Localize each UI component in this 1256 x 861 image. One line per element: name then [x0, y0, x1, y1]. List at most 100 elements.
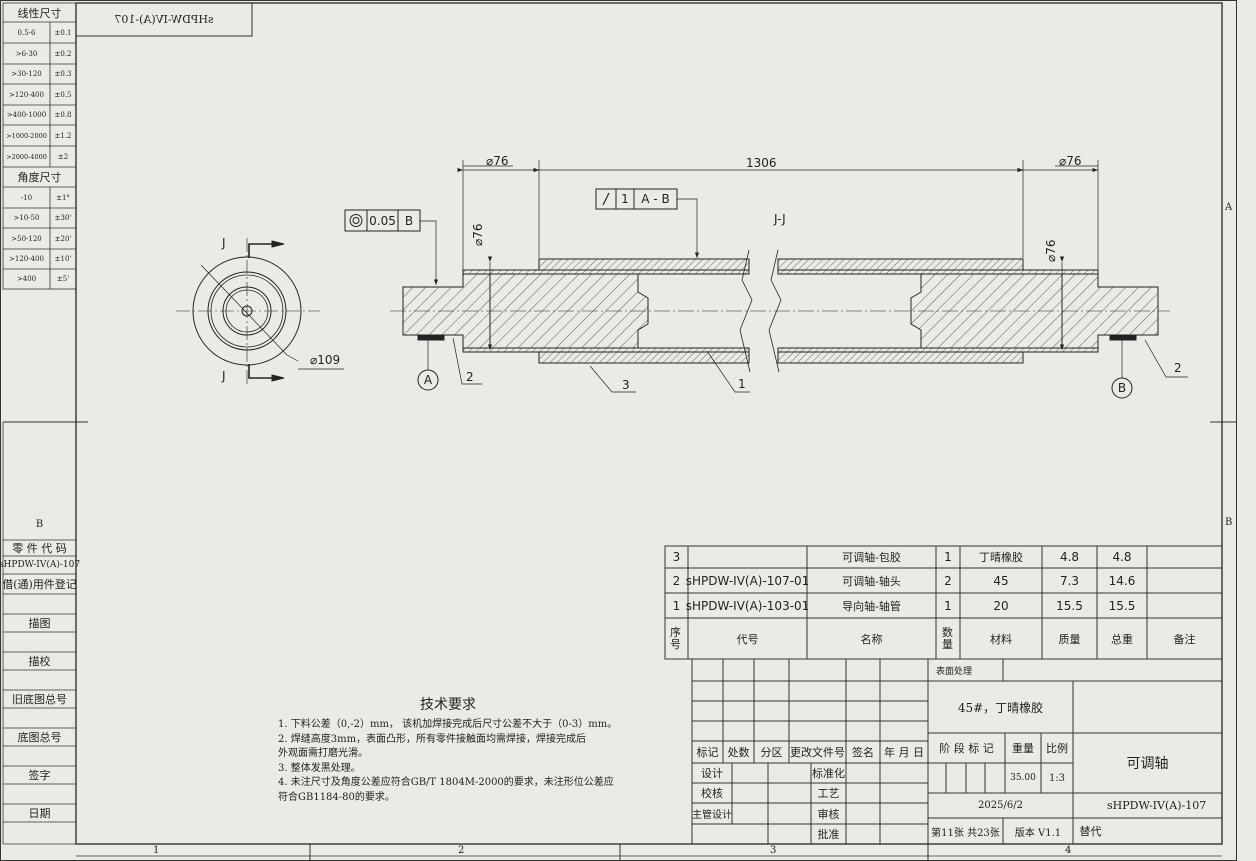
bom-name: 可调轴-包胶	[842, 551, 901, 564]
angle-range-1: >10-50	[13, 214, 40, 222]
angle-range-0: -10	[20, 193, 33, 202]
weight-label: 重量	[1012, 742, 1034, 755]
bom-header-no: 序号	[670, 625, 681, 651]
bom-note	[1147, 546, 1222, 568]
bom-no: 3	[672, 550, 681, 564]
angle-tolerance-title: 角度尺寸	[17, 171, 62, 184]
scale-value: 1:3	[1048, 772, 1066, 784]
dim-left-vert-dia: ⌀76	[471, 223, 485, 246]
tech-req-line: 符合GB1184-80的要求。	[278, 791, 395, 803]
linear-tol-6: ±2	[57, 152, 69, 161]
angle-tol-1: ±30'	[54, 214, 72, 222]
angle-tol-4: ±5'	[56, 275, 70, 283]
datum-balloons	[417, 369, 1133, 399]
bom-header-material: 材料	[990, 632, 1012, 646]
linear-range-0: 0.5-6	[17, 28, 36, 37]
linear-tol-4: ±0.8	[54, 111, 72, 119]
concentricity-value: 0.05	[369, 213, 396, 228]
linear-tol-5: ±1.2	[54, 131, 72, 140]
bom-qty: 1	[944, 598, 952, 613]
stage-label: 阶 段 标 记	[939, 742, 994, 755]
dim-left-dia-value: 76	[493, 154, 509, 168]
review-label: 审核	[817, 807, 840, 821]
bom-no: 2	[672, 573, 681, 588]
diameter-icon: ⌀	[1059, 154, 1067, 168]
linear-tol-1: ±0.2	[54, 49, 72, 58]
linear-tol-2: ±0.3	[54, 70, 72, 78]
bom-header-code: 代号	[736, 632, 759, 646]
part-code-label: 零 件 代 码	[12, 542, 67, 555]
linear-tol-0: ±0.1	[54, 28, 72, 37]
balloon-1: 1	[738, 377, 746, 391]
diameter-icon: ⌀	[486, 154, 494, 168]
standard-label: 标准化	[812, 767, 845, 780]
dim-length: 1306	[746, 156, 777, 170]
tech-req-line: 1. 下料公差（0,-2）mm， 该机加焊接完成后尺寸公差不大于（0-3）mm。	[278, 719, 618, 730]
bom-qty: 2	[944, 573, 952, 588]
zone-b-left: B	[35, 518, 44, 530]
bom-code: sHPDW-IV(A)-103-01	[685, 598, 810, 613]
version: 版本 V1.1	[1014, 827, 1062, 839]
zone-2: 2	[458, 845, 465, 856]
bom-mass: 15.5	[1056, 598, 1083, 613]
bom-no: 1	[672, 598, 681, 613]
bom-code	[688, 546, 807, 568]
drawing-date: 2025/6/2	[978, 800, 1023, 811]
diameter-icon: ⌀	[471, 238, 485, 246]
bom-mass: 7.3	[1059, 573, 1080, 588]
tech-req-notes: 1. 下料公差（0,-2）mm， 该机加焊接完成后尺寸公差不大于（0-3）mm。…	[278, 718, 617, 805]
sheet-count: 第11张 共23张	[931, 827, 1000, 839]
angle-tol-0: ±1°	[56, 193, 70, 202]
bom-mass: 4.8	[1059, 550, 1080, 564]
bom-name: 可调轴-轴头	[842, 574, 901, 588]
replace-label: 替代	[1079, 825, 1102, 838]
drawing-title: 可调轴	[1126, 756, 1169, 772]
dim-right-dia-value: 76	[1066, 154, 1082, 168]
rev-header-mark: 标记	[696, 746, 719, 759]
bom-total: 14.6	[1108, 573, 1136, 588]
bom-total: 15.5	[1108, 598, 1136, 613]
zone-1: 1	[153, 845, 160, 856]
tech-req-line: 4. 未注尺寸及角度公差应符合GB/T 1804M-2000的要求，未注形位公差…	[278, 777, 614, 788]
angle-range-2: >50-120	[11, 234, 42, 243]
bom-total: 4.8	[1112, 550, 1132, 564]
bom-note	[1147, 593, 1222, 618]
zone-4: 4	[1065, 845, 1072, 856]
bom-qty: 1	[944, 550, 952, 564]
dim-left-vert-dia-value: 76	[471, 223, 485, 239]
old-base-no-label: 旧底图总号	[12, 693, 67, 706]
design-label: 设计	[701, 767, 723, 780]
linear-range-5: >1000-2000	[6, 131, 47, 140]
date-label: 日期	[28, 807, 51, 820]
diameter-icon: ⌀	[310, 353, 318, 367]
bom-header-mass: 质量	[1058, 632, 1081, 646]
cut-label-top: J	[222, 236, 226, 250]
borrowed-label: 借(通)用件登记	[2, 578, 77, 591]
linear-range-6: >2000-4000	[6, 152, 47, 161]
part-code-value: sHPDW-IV(A)-107	[0, 560, 81, 570]
runout-datum: A - B	[641, 192, 670, 206]
rev-header-date: 年 月 日	[884, 746, 924, 759]
left-column-grid	[2, 2, 77, 845]
concentricity-datum: B	[404, 213, 414, 228]
section-view	[390, 249, 1170, 373]
datum-a: A	[423, 373, 433, 387]
bom-note	[1147, 568, 1222, 593]
gdt-frames	[344, 188, 678, 232]
bom-material: 45	[993, 573, 1009, 588]
rev-header-sign: 签名	[852, 746, 874, 759]
end-view	[176, 238, 344, 384]
bom-grid	[664, 545, 1223, 660]
rev-header-zone: 分区	[760, 746, 783, 759]
bom-header-total: 总重	[1111, 632, 1133, 646]
drawing-number: sHPDW-IV(A)-107	[1107, 799, 1207, 812]
rev-header-doc: 更改文件号	[790, 746, 845, 759]
title-block-grid	[691, 658, 1223, 845]
bom-name: 导向轴-轴管	[842, 599, 901, 613]
dim-right-vert-dia: ⌀76	[1044, 239, 1058, 262]
linear-range-1: >6-30	[15, 49, 38, 58]
runout-value: 1	[621, 192, 629, 206]
dim-outer-dia: ⌀109	[310, 354, 340, 366]
dim-left-dia: ⌀76	[486, 155, 509, 167]
